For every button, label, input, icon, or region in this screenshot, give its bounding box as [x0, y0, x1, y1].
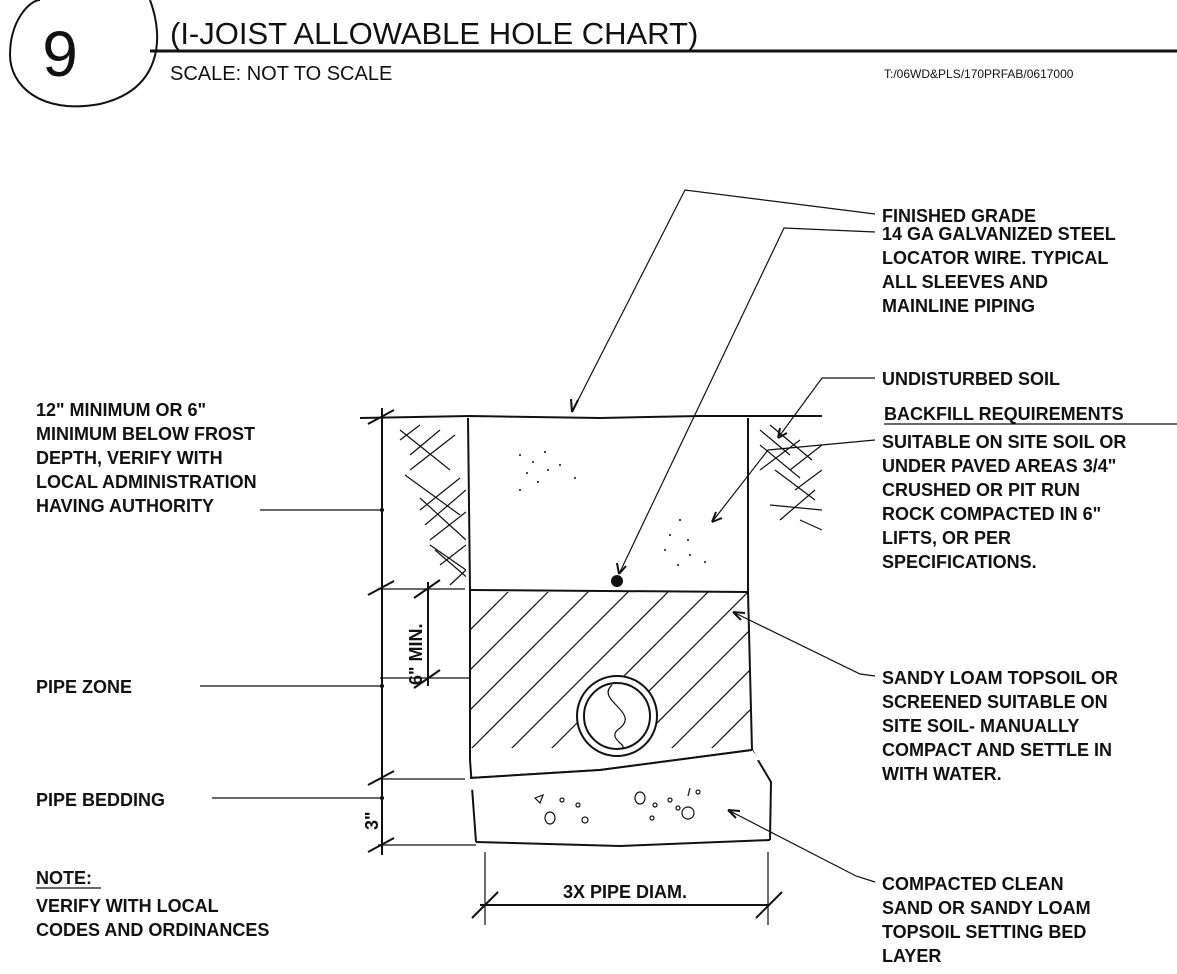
svg-text:COMPACT AND SETTLE IN: COMPACT AND SETTLE IN — [882, 740, 1112, 760]
detail-number: 9 — [42, 18, 78, 90]
svg-text:CODES AND ORDINANCES: CODES AND ORDINANCES — [36, 920, 269, 940]
callout-pipe-bedding: PIPE BEDDING — [36, 790, 165, 810]
finished-grade-line — [359, 414, 822, 420]
undisturbed-soil-left — [399, 424, 466, 586]
pipe-zone-hatch — [470, 592, 752, 748]
callout-bedding-fill: COMPACTED CLEAN SAND OR SANDY LOAM TOPSO… — [882, 874, 1091, 966]
svg-text:WITH WATER.: WITH WATER. — [882, 764, 1002, 784]
svg-text:MAINLINE PIPING: MAINLINE PIPING — [882, 296, 1035, 316]
svg-text:MINIMUM BELOW FROST: MINIMUM BELOW FROST — [36, 424, 255, 444]
trench-wall-left — [467, 417, 477, 843]
detail-number-bubble — [8, 0, 159, 108]
trench-section: 3X PIPE DIAM. 6" MIN. 3" — [359, 408, 822, 925]
svg-text:SPECIFICATIONS.: SPECIFICATIONS. — [882, 552, 1037, 572]
svg-text:SCREENED SUITABLE ON: SCREENED SUITABLE ON — [882, 692, 1108, 712]
svg-text:LAYER: LAYER — [882, 946, 941, 966]
svg-text:FINISHED GRADE: FINISHED GRADE — [882, 206, 1036, 226]
detail-header: 9 (I-JOIST ALLOWABLE HOLE CHART) SCALE: … — [8, 0, 1177, 108]
svg-text:ROCK COMPACTED IN 6": ROCK COMPACTED IN 6" — [882, 504, 1101, 524]
callout-locator-wire: 14 GA GALVANIZED STEEL LOCATOR WIRE. TYP… — [882, 224, 1116, 316]
svg-text:SITE SOIL- MANUALLY: SITE SOIL- MANUALLY — [882, 716, 1079, 736]
file-path: T:/06WD&PLS/170PRFAB/0617000 — [884, 67, 1074, 81]
six-inch-min-dimension: 6" MIN. — [380, 579, 470, 689]
backfill-speckle — [519, 451, 706, 566]
trench-width-label: 3X PIPE DIAM. — [563, 882, 687, 902]
general-note: NOTE: VERIFY WITH LOCAL CODES AND ORDINA… — [36, 868, 269, 940]
svg-text:COMPACTED CLEAN: COMPACTED CLEAN — [882, 874, 1064, 894]
svg-text:12" MINIMUM OR 6": 12" MINIMUM OR 6" — [36, 400, 206, 420]
svg-text:SANDY LOAM TOPSOIL OR: SANDY LOAM TOPSOIL OR — [882, 668, 1118, 688]
svg-text:UNDER PAVED AREAS 3/4": UNDER PAVED AREAS 3/4" — [882, 456, 1116, 476]
trench-width-dimension: 3X PIPE DIAM. — [471, 852, 783, 925]
undisturbed-soil-right — [759, 424, 822, 531]
svg-text:LOCATOR WIRE. TYPICAL: LOCATOR WIRE. TYPICAL — [882, 248, 1108, 268]
callout-backfill: BACKFILL REQUIREMENTS SUITABLE ON SITE S… — [882, 404, 1177, 572]
svg-text:TOPSOIL SETTING BED: TOPSOIL SETTING BED — [882, 922, 1086, 942]
pipe-zone-top-line — [469, 589, 749, 593]
trench-bottom — [475, 839, 771, 848]
detail-title: (I-JOIST ALLOWABLE HOLE CHART) — [170, 16, 698, 51]
callout-cover-depth: 12" MINIMUM OR 6" MINIMUM BELOW FROST DE… — [36, 400, 257, 516]
svg-text:14 GA GALVANIZED STEEL: 14 GA GALVANIZED STEEL — [882, 224, 1116, 244]
callout-pipe-zone-fill: SANDY LOAM TOPSOIL OR SCREENED SUITABLE … — [882, 668, 1118, 784]
svg-text:CRUSHED OR PIT RUN: CRUSHED OR PIT RUN — [882, 480, 1080, 500]
scale-label: SCALE: NOT TO SCALE — [170, 63, 392, 85]
svg-text:DEPTH, VERIFY WITH: DEPTH, VERIFY WITH — [36, 448, 223, 468]
svg-text:LOCAL ADMINISTRATION: LOCAL ADMINISTRATION — [36, 472, 257, 492]
pipe — [576, 675, 658, 757]
backfill-heading: BACKFILL REQUIREMENTS — [884, 404, 1124, 424]
svg-text:VERIFY WITH LOCAL: VERIFY WITH LOCAL — [36, 896, 219, 916]
leader-lines — [200, 189, 876, 883]
note-heading: NOTE: — [36, 868, 92, 888]
callout-finished-grade: FINISHED GRADE — [882, 206, 1036, 226]
callout-undisturbed-soil: UNDISTURBED SOIL — [882, 369, 1060, 389]
callout-pipe-zone: PIPE ZONE — [36, 677, 132, 697]
svg-text:LIFTS, OR PER: LIFTS, OR PER — [882, 528, 1011, 548]
svg-text:SAND OR SANDY LOAM: SAND OR SANDY LOAM — [882, 898, 1091, 918]
svg-text:SUITABLE ON SITE SOIL OR: SUITABLE ON SITE SOIL OR — [882, 432, 1126, 452]
svg-text:UNDISTURBED SOIL: UNDISTURBED SOIL — [882, 369, 1060, 389]
bedding-gravel — [533, 787, 701, 825]
three-inch-label: 3" — [362, 811, 382, 830]
six-min-label: 6" MIN. — [406, 623, 426, 685]
depth-dimension — [367, 408, 476, 855]
svg-text:HAVING AUTHORITY: HAVING AUTHORITY — [36, 496, 214, 516]
svg-text:ALL SLEEVES AND: ALL SLEEVES AND — [882, 272, 1048, 292]
locator-wire — [611, 575, 623, 587]
